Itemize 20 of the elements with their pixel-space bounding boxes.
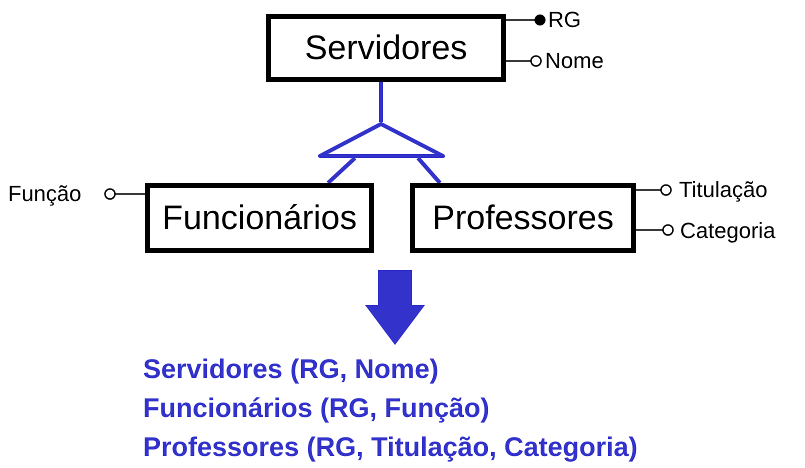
entity-box: Servidores xyxy=(266,14,506,82)
attribute-label: Função xyxy=(8,181,98,207)
relation-schema-text: Professores (RG, Titulação, Categoria) xyxy=(143,431,638,463)
attribute-connector xyxy=(506,14,546,26)
specialization-line xyxy=(416,156,442,184)
attribute-label: RG xyxy=(548,7,588,33)
specialization-triangle xyxy=(318,122,445,158)
attribute-connector xyxy=(636,224,674,236)
relation-schema-text: Funcionários (RG, Função) xyxy=(143,392,490,424)
attribute-connector xyxy=(636,184,672,196)
attribute-label: Nome xyxy=(545,48,625,74)
relation-schema-text: Servidores (RG, Nome) xyxy=(143,353,439,385)
attribute-connector xyxy=(104,188,145,200)
attribute-label: Categoria xyxy=(680,218,800,244)
entity-box: Funcionários xyxy=(145,183,374,253)
specialization-line xyxy=(379,82,383,122)
attribute-connector xyxy=(506,55,542,67)
entity-box: Professores xyxy=(410,183,636,253)
specialization-line xyxy=(326,156,356,184)
attribute-label: Titulação xyxy=(679,177,789,203)
